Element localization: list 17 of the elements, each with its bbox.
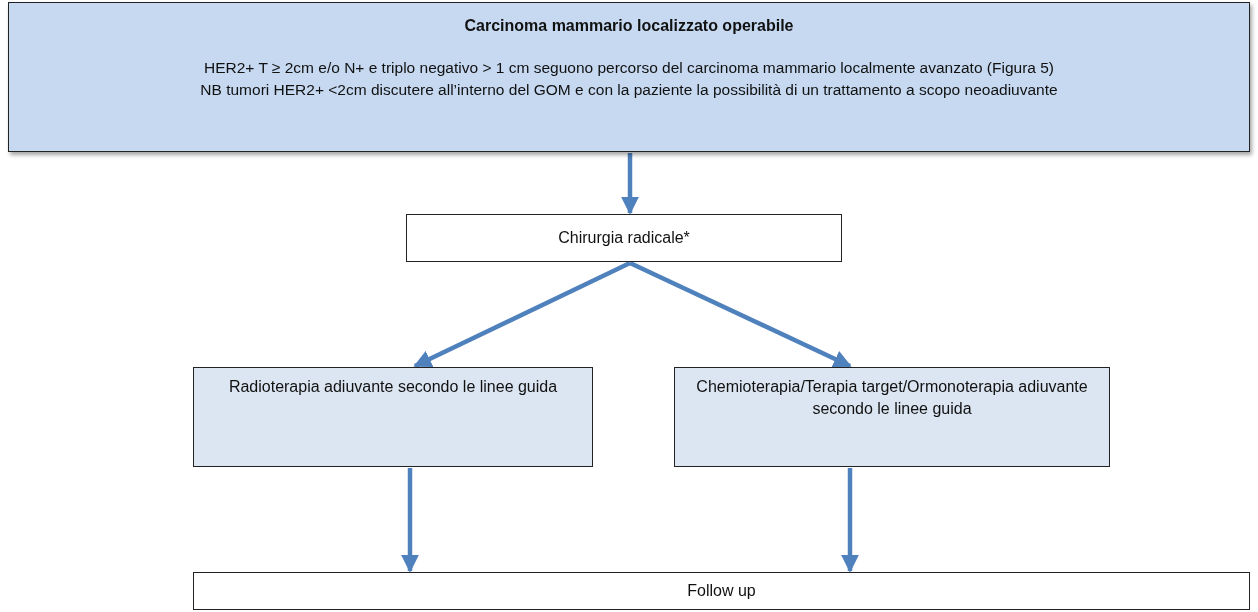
process-box xyxy=(193,367,593,467)
box-label: Chemioterapia/Terapia target/Ormonoterapia adiuvante secondo le linee guida xyxy=(695,377,1089,420)
process-box xyxy=(193,572,1250,610)
box-label: Radioterapia adiuvante secondo le linee guida xyxy=(228,377,558,397)
arrow xyxy=(841,468,859,573)
arrow xyxy=(621,153,639,215)
arrow xyxy=(629,260,852,369)
arrow xyxy=(401,468,419,573)
process-box xyxy=(406,214,842,262)
arrow xyxy=(413,260,631,369)
heading: Carcinoma mammario localizzato operabile xyxy=(464,16,794,36)
note-text: NB tumori HER2+ <2cm discutere all’interno del GOM e con la paziente la possibilità di un trattamento a scopo neoadiuvante xyxy=(200,80,1058,101)
box-label: Follow up xyxy=(687,580,756,601)
box-label: Chirurgia radicale* xyxy=(558,227,690,248)
header-box xyxy=(8,2,1250,152)
note-text: HER2+ T ≥ 2cm e/o N+ e triplo negativo > 1 cm seguono percorso del carcinoma mammario localmente avanzato (Figura 5) xyxy=(203,58,1055,79)
process-box xyxy=(674,367,1110,467)
